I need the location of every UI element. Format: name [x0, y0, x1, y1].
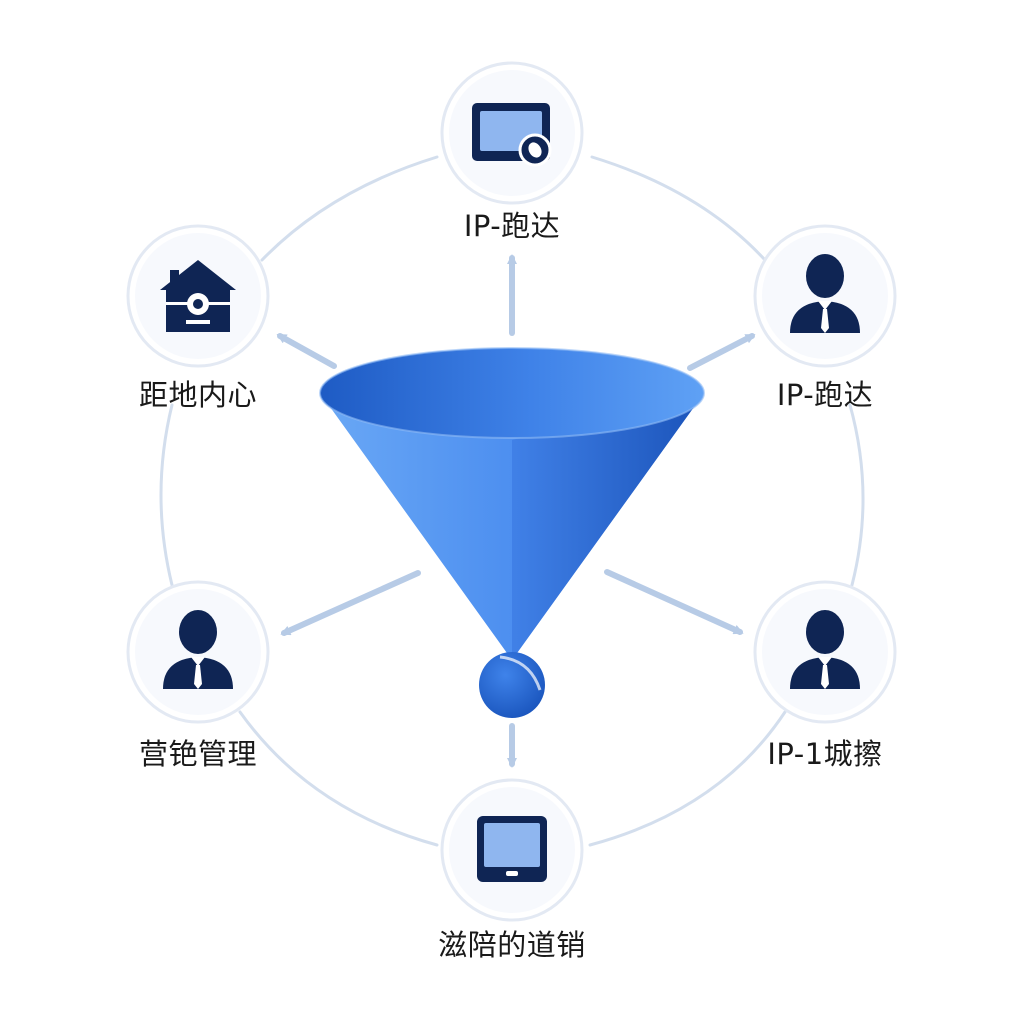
node-upper-left: [126, 224, 270, 368]
node-label-bottom: 滋陪的道销: [438, 928, 586, 962]
arrow-lower-left: [280, 570, 421, 636]
node-lower-left: [126, 580, 270, 724]
businessman-icon: [790, 610, 860, 689]
store-house-icon: [160, 260, 236, 332]
connector-top-to-upper-right: [590, 155, 767, 262]
node-bottom: [440, 778, 584, 922]
node-label-upper-left: 距地内心: [138, 378, 258, 412]
connector-lower-right-to-bottom: [588, 710, 787, 847]
connector-upper-left-to-top: [260, 155, 439, 262]
arrow-upper-right: [687, 333, 756, 371]
monitor-mouse-icon: [472, 103, 552, 167]
arrow-lower-right: [604, 569, 744, 635]
ring-connectors: [159, 155, 865, 847]
funnel-arrows: [276, 254, 756, 768]
funnel-icon: [319, 347, 705, 718]
tablet-icon: [477, 816, 547, 882]
funnel-drop-ball: [479, 652, 545, 718]
node-upper-right: [753, 224, 897, 368]
node-label-lower-right: IP-1城擦: [767, 737, 883, 771]
node-label-top: IP-跑达: [463, 209, 561, 243]
businessman-icon: [790, 254, 860, 333]
node-lower-right: [753, 580, 897, 724]
arrow-upper-left: [276, 333, 337, 369]
connector-bottom-to-lower-left: [238, 710, 439, 847]
connector-upper-right-to-lower-right: [848, 403, 865, 587]
node-top: [440, 61, 584, 205]
node-label-lower-left: 营铯管理: [138, 737, 258, 771]
node-label-upper-right: IP-跑达: [776, 378, 874, 412]
connector-lower-left-to-upper-left: [159, 403, 174, 587]
businessman-icon: [163, 610, 233, 689]
